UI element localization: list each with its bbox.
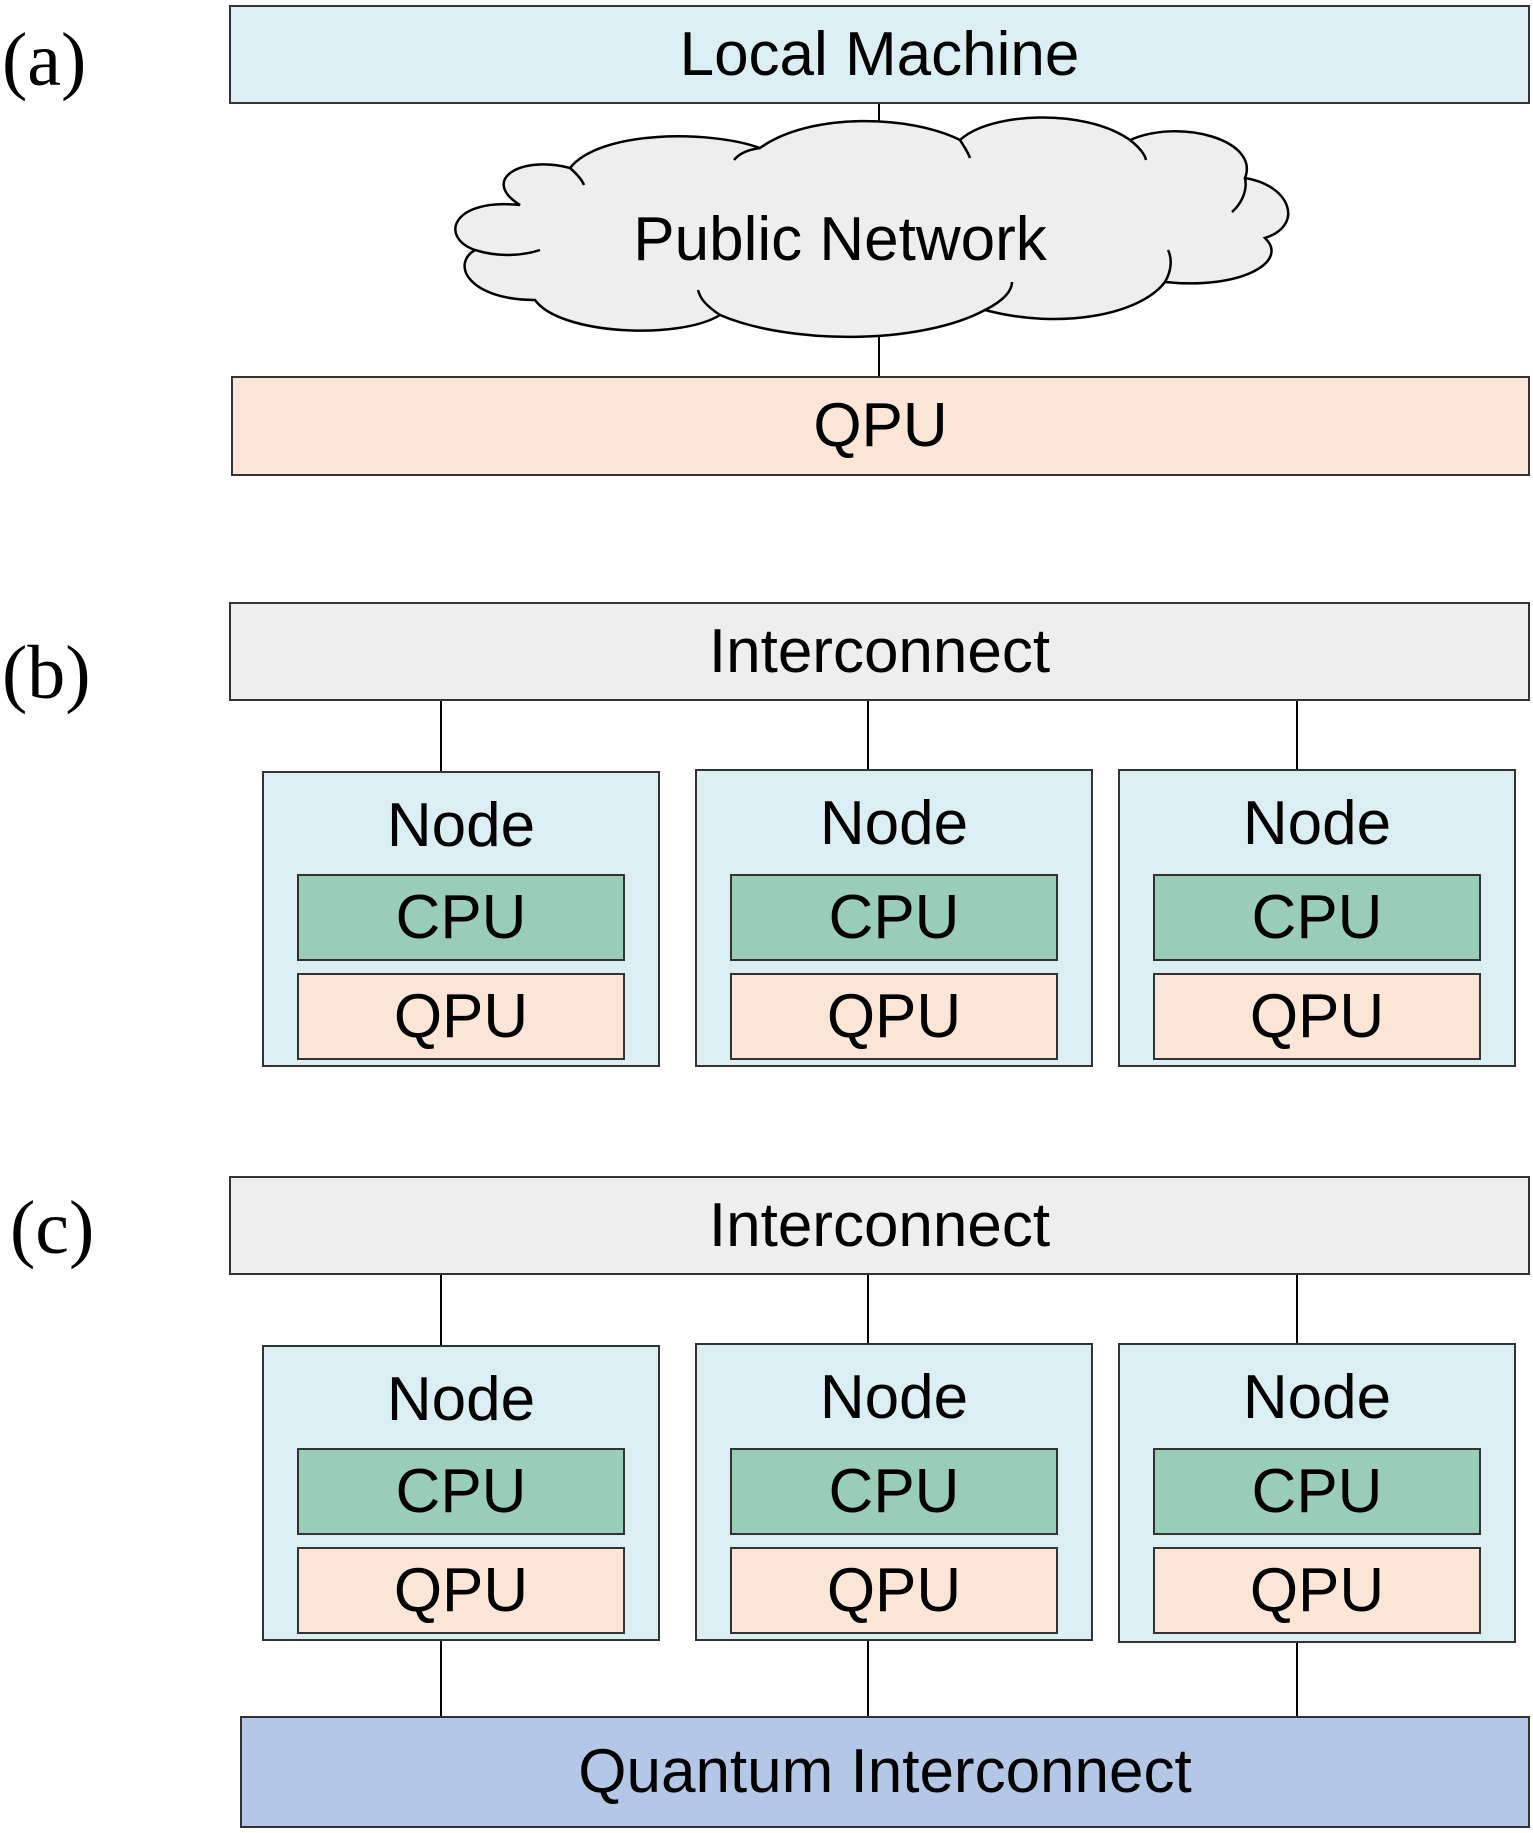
node-title: Node — [819, 789, 969, 858]
qpu-label: QPU — [1249, 1555, 1385, 1625]
connector-c-node-3 — [1296, 1275, 1298, 1343]
cpu-label: CPU — [828, 882, 960, 952]
node-title: Node — [386, 1365, 536, 1434]
connector-local-to-network — [878, 104, 880, 160]
panel-c-label: (c) — [10, 1186, 95, 1270]
qpu-label: QPU — [826, 1555, 962, 1625]
qpu-box: QPU — [231, 376, 1530, 476]
quantum-interconnect-box: Quantum Interconnect — [240, 1716, 1530, 1828]
interconnect-box-b: Interconnect — [229, 602, 1530, 701]
cpu-box: CPU — [730, 1448, 1058, 1535]
node-c-1: Node CPU QPU — [262, 1345, 660, 1641]
qpu-box: QPU — [730, 973, 1058, 1060]
public-network-label-box: Public Network — [560, 200, 1120, 280]
public-network-label: Public Network — [633, 205, 1047, 274]
cpu-box: CPU — [297, 874, 625, 961]
cpu-label: CPU — [395, 1456, 527, 1526]
node-b-2: Node CPU QPU — [695, 769, 1093, 1067]
node-c-2: Node CPU QPU — [695, 1343, 1093, 1641]
connector-b-node-3 — [1296, 701, 1298, 769]
node-title: Node — [1242, 1363, 1392, 1432]
cpu-label: CPU — [395, 882, 527, 952]
cpu-box: CPU — [1153, 874, 1481, 961]
qpu-label: QPU — [393, 1555, 529, 1625]
node-b-3: Node CPU QPU — [1118, 769, 1516, 1067]
connector-b-node-2 — [867, 701, 869, 769]
cpu-label: CPU — [828, 1456, 960, 1526]
node-title: Node — [1242, 789, 1392, 858]
cpu-label: CPU — [1251, 1456, 1383, 1526]
qpu-label: QPU — [393, 981, 529, 1051]
qpu-box: QPU — [297, 1547, 625, 1634]
cpu-box: CPU — [297, 1448, 625, 1535]
cpu-box: CPU — [1153, 1448, 1481, 1535]
cpu-label: CPU — [1251, 882, 1383, 952]
interconnect-label-b: Interconnect — [708, 616, 1051, 686]
interconnect-box-c: Interconnect — [229, 1176, 1530, 1275]
connector-b-node-1 — [440, 701, 442, 771]
qpu-label: QPU — [813, 391, 948, 460]
qpu-label: QPU — [1249, 981, 1385, 1051]
connector-c-node-1-quantum — [440, 1641, 442, 1716]
local-machine-label: Local Machine — [679, 19, 1080, 89]
qpu-box: QPU — [1153, 1547, 1481, 1634]
quantum-interconnect-label: Quantum Interconnect — [578, 1737, 1192, 1806]
node-b-1: Node CPU QPU — [262, 771, 660, 1067]
node-c-3: Node CPU QPU — [1118, 1343, 1516, 1643]
connector-c-node-2 — [867, 1275, 869, 1343]
node-title: Node — [819, 1363, 969, 1432]
interconnect-label-c: Interconnect — [708, 1190, 1051, 1260]
panel-b-label: (b) — [2, 631, 91, 715]
connector-c-node-2-quantum — [867, 1641, 869, 1716]
node-title: Node — [386, 791, 536, 860]
connector-c-node-1 — [440, 1275, 442, 1345]
qpu-box: QPU — [297, 973, 625, 1060]
local-machine-box: Local Machine — [229, 5, 1530, 104]
cpu-box: CPU — [730, 874, 1058, 961]
connector-network-to-qpu — [878, 336, 880, 376]
connector-c-node-3-quantum — [1296, 1643, 1298, 1716]
qpu-label: QPU — [826, 981, 962, 1051]
panel-a-label: (a) — [2, 18, 87, 102]
qpu-box: QPU — [1153, 973, 1481, 1060]
qpu-box: QPU — [730, 1547, 1058, 1634]
